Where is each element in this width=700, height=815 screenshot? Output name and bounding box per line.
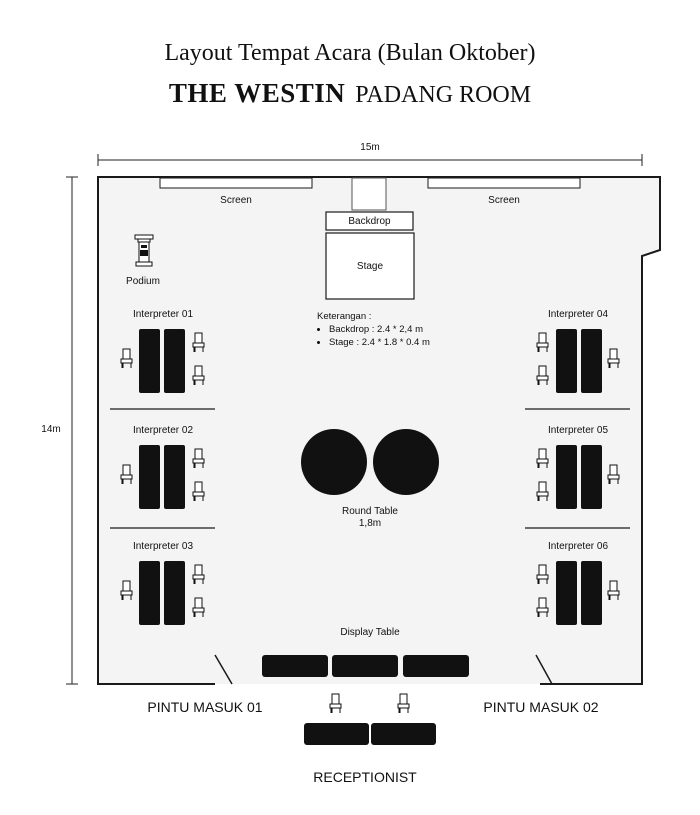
display-table-label: Display Table [340,627,400,638]
room-walls [97,176,661,685]
interpreter-03-label: Interpreter 03 [132,541,194,552]
note-item: Stage : 2.4 * 1.8 * 0.4 m [329,336,457,349]
screen-right [427,177,581,189]
brand-logo: THE WESTIN [168,78,346,108]
interpreter-booth-04 [525,329,630,410]
backdrop-label: Backdrop [348,216,391,227]
notes-block: Keterangan : Backdrop : 2.4 * 2,4 m Stag… [317,310,457,349]
door-left [214,654,233,685]
interpreter-05-label: Interpreter 05 [547,425,609,436]
interpreter-01-label: Interpreter 01 [132,309,194,320]
room-name: PADANG ROOM [355,82,532,108]
stage-label: Stage [356,261,384,272]
width-dimension-line [97,154,643,166]
height-dimension-label: 14m [41,424,61,435]
note-item: Backdrop : 2.4 * 2,4 m [329,323,457,336]
backdrop-column [351,177,387,211]
entrance-left-label: PINTU MASUK 01 [147,699,263,715]
interpreter-02-label: Interpreter 02 [132,425,194,436]
interpreter-booth-02 [110,445,215,529]
venue-title: THE WESTIN PADANG ROOM [0,78,700,109]
round-table-left [301,429,367,495]
screen-left [159,177,313,189]
width-dimension-label: 15m [360,142,380,153]
display-table-1 [262,655,328,677]
reception-area [304,693,436,745]
interpreter-booth-03 [120,561,205,625]
round-table-size-label: 1,8m [358,518,382,529]
round-table-right [373,429,439,495]
display-table-2 [332,655,398,677]
notes-title: Keterangan : [317,311,372,322]
backdrop [325,211,414,231]
interpreter-booth-06 [536,561,620,625]
round-table-label: Round Table [342,506,398,517]
interpreter-06-label: Interpreter 06 [547,541,609,552]
screen-left-label: Screen [220,195,252,206]
interpreter-booth-05 [525,445,630,529]
entrance-right-label: PINTU MASUK 02 [483,699,599,715]
page-title: Layout Tempat Acara (Bulan Oktober) [164,40,536,66]
reception-label: RECEPTIONIST [313,769,417,785]
podium-label: Podium [126,276,160,287]
interpreter-booth-01 [110,329,215,410]
door-right [535,654,553,685]
height-dimension-line [66,176,78,685]
interpreter-04-label: Interpreter 04 [547,309,609,320]
stage [325,232,415,300]
display-table-3 [403,655,469,677]
screen-right-label: Screen [488,195,520,206]
